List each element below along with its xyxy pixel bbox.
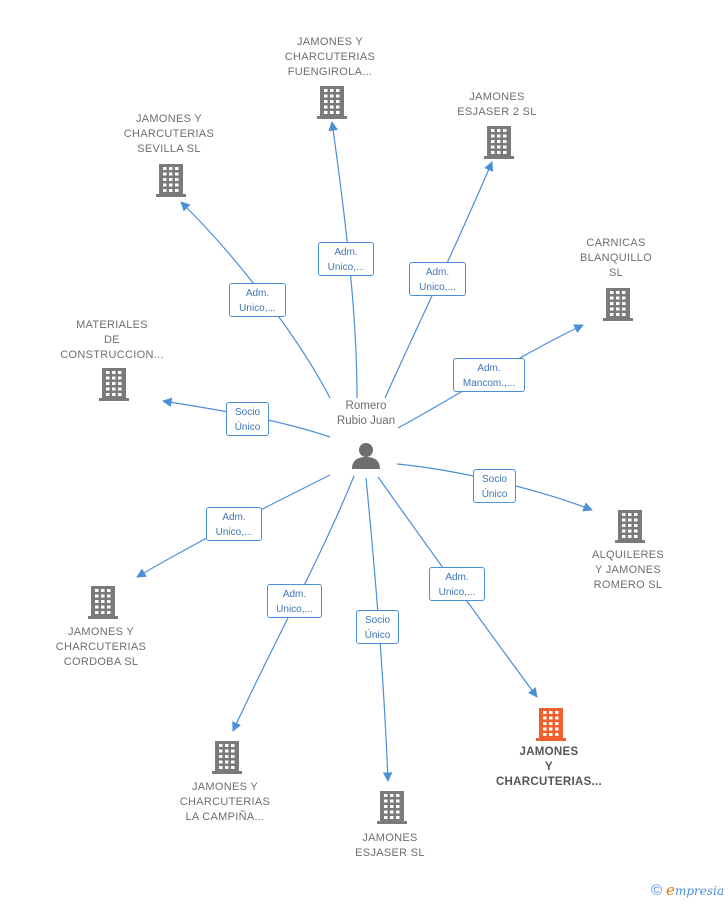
edge-line-fuengirola bbox=[328, 121, 358, 399]
building-icon[interactable] bbox=[212, 741, 242, 774]
building-icon[interactable] bbox=[88, 586, 118, 619]
company-label-campina[interactable]: JAMONES Y CHARCUTERIAS LA CAMPIÑA... bbox=[179, 781, 271, 823]
role-label-sevilla: Adm. Unico,... bbox=[229, 283, 286, 317]
building-icon[interactable] bbox=[377, 791, 407, 824]
company-label-alquileres[interactable]: ALQUILERES Y JAMONES ROMERO SL bbox=[591, 549, 665, 591]
copyright-icon: © bbox=[650, 881, 663, 899]
brand-logo: empresia bbox=[666, 881, 724, 899]
company-label-esjaser[interactable]: JAMONES ESJASER SL bbox=[355, 832, 425, 859]
building-icon[interactable] bbox=[156, 164, 186, 197]
company-label-cordoba[interactable]: JAMONES Y CHARCUTERIAS CORDOBA SL bbox=[55, 626, 147, 668]
building-icon[interactable] bbox=[615, 510, 645, 543]
role-label-alquileres: Socio Único bbox=[473, 469, 516, 503]
building-icon[interactable] bbox=[484, 126, 514, 159]
role-label-campina: Adm. Unico,... bbox=[267, 584, 322, 618]
company-label-materiales[interactable]: MATERIALES DE CONSTRUCCION... bbox=[60, 319, 164, 361]
company-label-blanquillo[interactable]: CARNICAS BLANQUILLO SL bbox=[579, 237, 653, 279]
building-icon[interactable] bbox=[603, 288, 633, 321]
company-label-highlighted[interactable]: JAMONES Y CHARCUTERIAS... bbox=[495, 746, 603, 788]
company-label-fuengirola[interactable]: JAMONES Y CHARCUTERIAS FUENGIROLA... bbox=[284, 36, 376, 78]
role-label-esjaser: Socio Único bbox=[356, 610, 399, 644]
company-label-esjaser2[interactable]: JAMONES ESJASER 2 SL bbox=[457, 91, 537, 118]
role-label-cordoba: Adm. Unico,... bbox=[206, 507, 262, 541]
role-label-blanquillo: Adm. Mancom.,... bbox=[453, 358, 525, 392]
footer-brand: © empresia bbox=[651, 881, 724, 899]
role-label-highlighted: Adm. Unico,... bbox=[429, 567, 485, 601]
company-label-sevilla[interactable]: JAMONES Y CHARCUTERIAS SEVILLA SL bbox=[123, 113, 215, 155]
building-icon[interactable] bbox=[536, 708, 566, 741]
center-person-label[interactable]: Romero Rubio Juan bbox=[336, 400, 396, 427]
building-icon[interactable] bbox=[317, 86, 347, 119]
role-label-materiales: Socio Único bbox=[226, 402, 269, 436]
role-label-esjaser2: Adm. Unico,... bbox=[409, 262, 466, 296]
building-icon[interactable] bbox=[99, 368, 129, 401]
role-label-fuengirola: Adm. Unico,... bbox=[318, 242, 374, 276]
person-icon[interactable] bbox=[352, 443, 380, 469]
